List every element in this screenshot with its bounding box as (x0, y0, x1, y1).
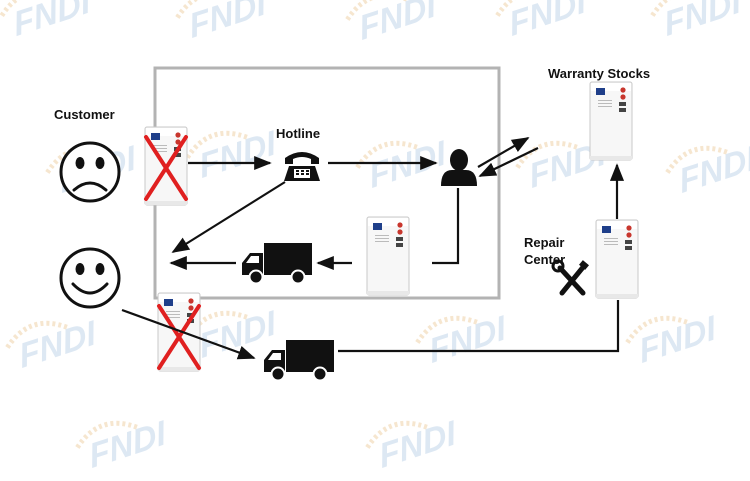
customer-label: Customer (54, 107, 115, 122)
replacement-battery-icon (366, 216, 410, 296)
truck-icon (263, 339, 335, 382)
warranty-stock-battery-icon (589, 81, 633, 161)
arrow-customer-to-truck (121, 308, 256, 360)
smiley-face-icon (59, 247, 121, 309)
arrow-warranty-to-agent (478, 147, 539, 177)
person-icon (441, 149, 477, 186)
flow-arrows (121, 137, 625, 360)
arrow-agent-to-battery (432, 188, 460, 265)
hotline-label: Hotline (276, 126, 321, 141)
truck-icon (241, 242, 313, 285)
arrow-hotline-to-customer (171, 181, 286, 253)
arrow-agent-to-warranty (477, 137, 530, 168)
repair-center-label-line2: Center (524, 252, 566, 267)
arrow-truck-to-repair (338, 300, 620, 353)
repair-center-battery-icon (595, 219, 639, 299)
warranty-stocks-label: Warranty Stocks (548, 66, 651, 81)
telephone-icon (284, 152, 320, 181)
repair-center-label-line1: Repair (524, 235, 565, 250)
wrench-screwdriver-icon (551, 259, 589, 296)
sad-face-icon (59, 141, 121, 203)
